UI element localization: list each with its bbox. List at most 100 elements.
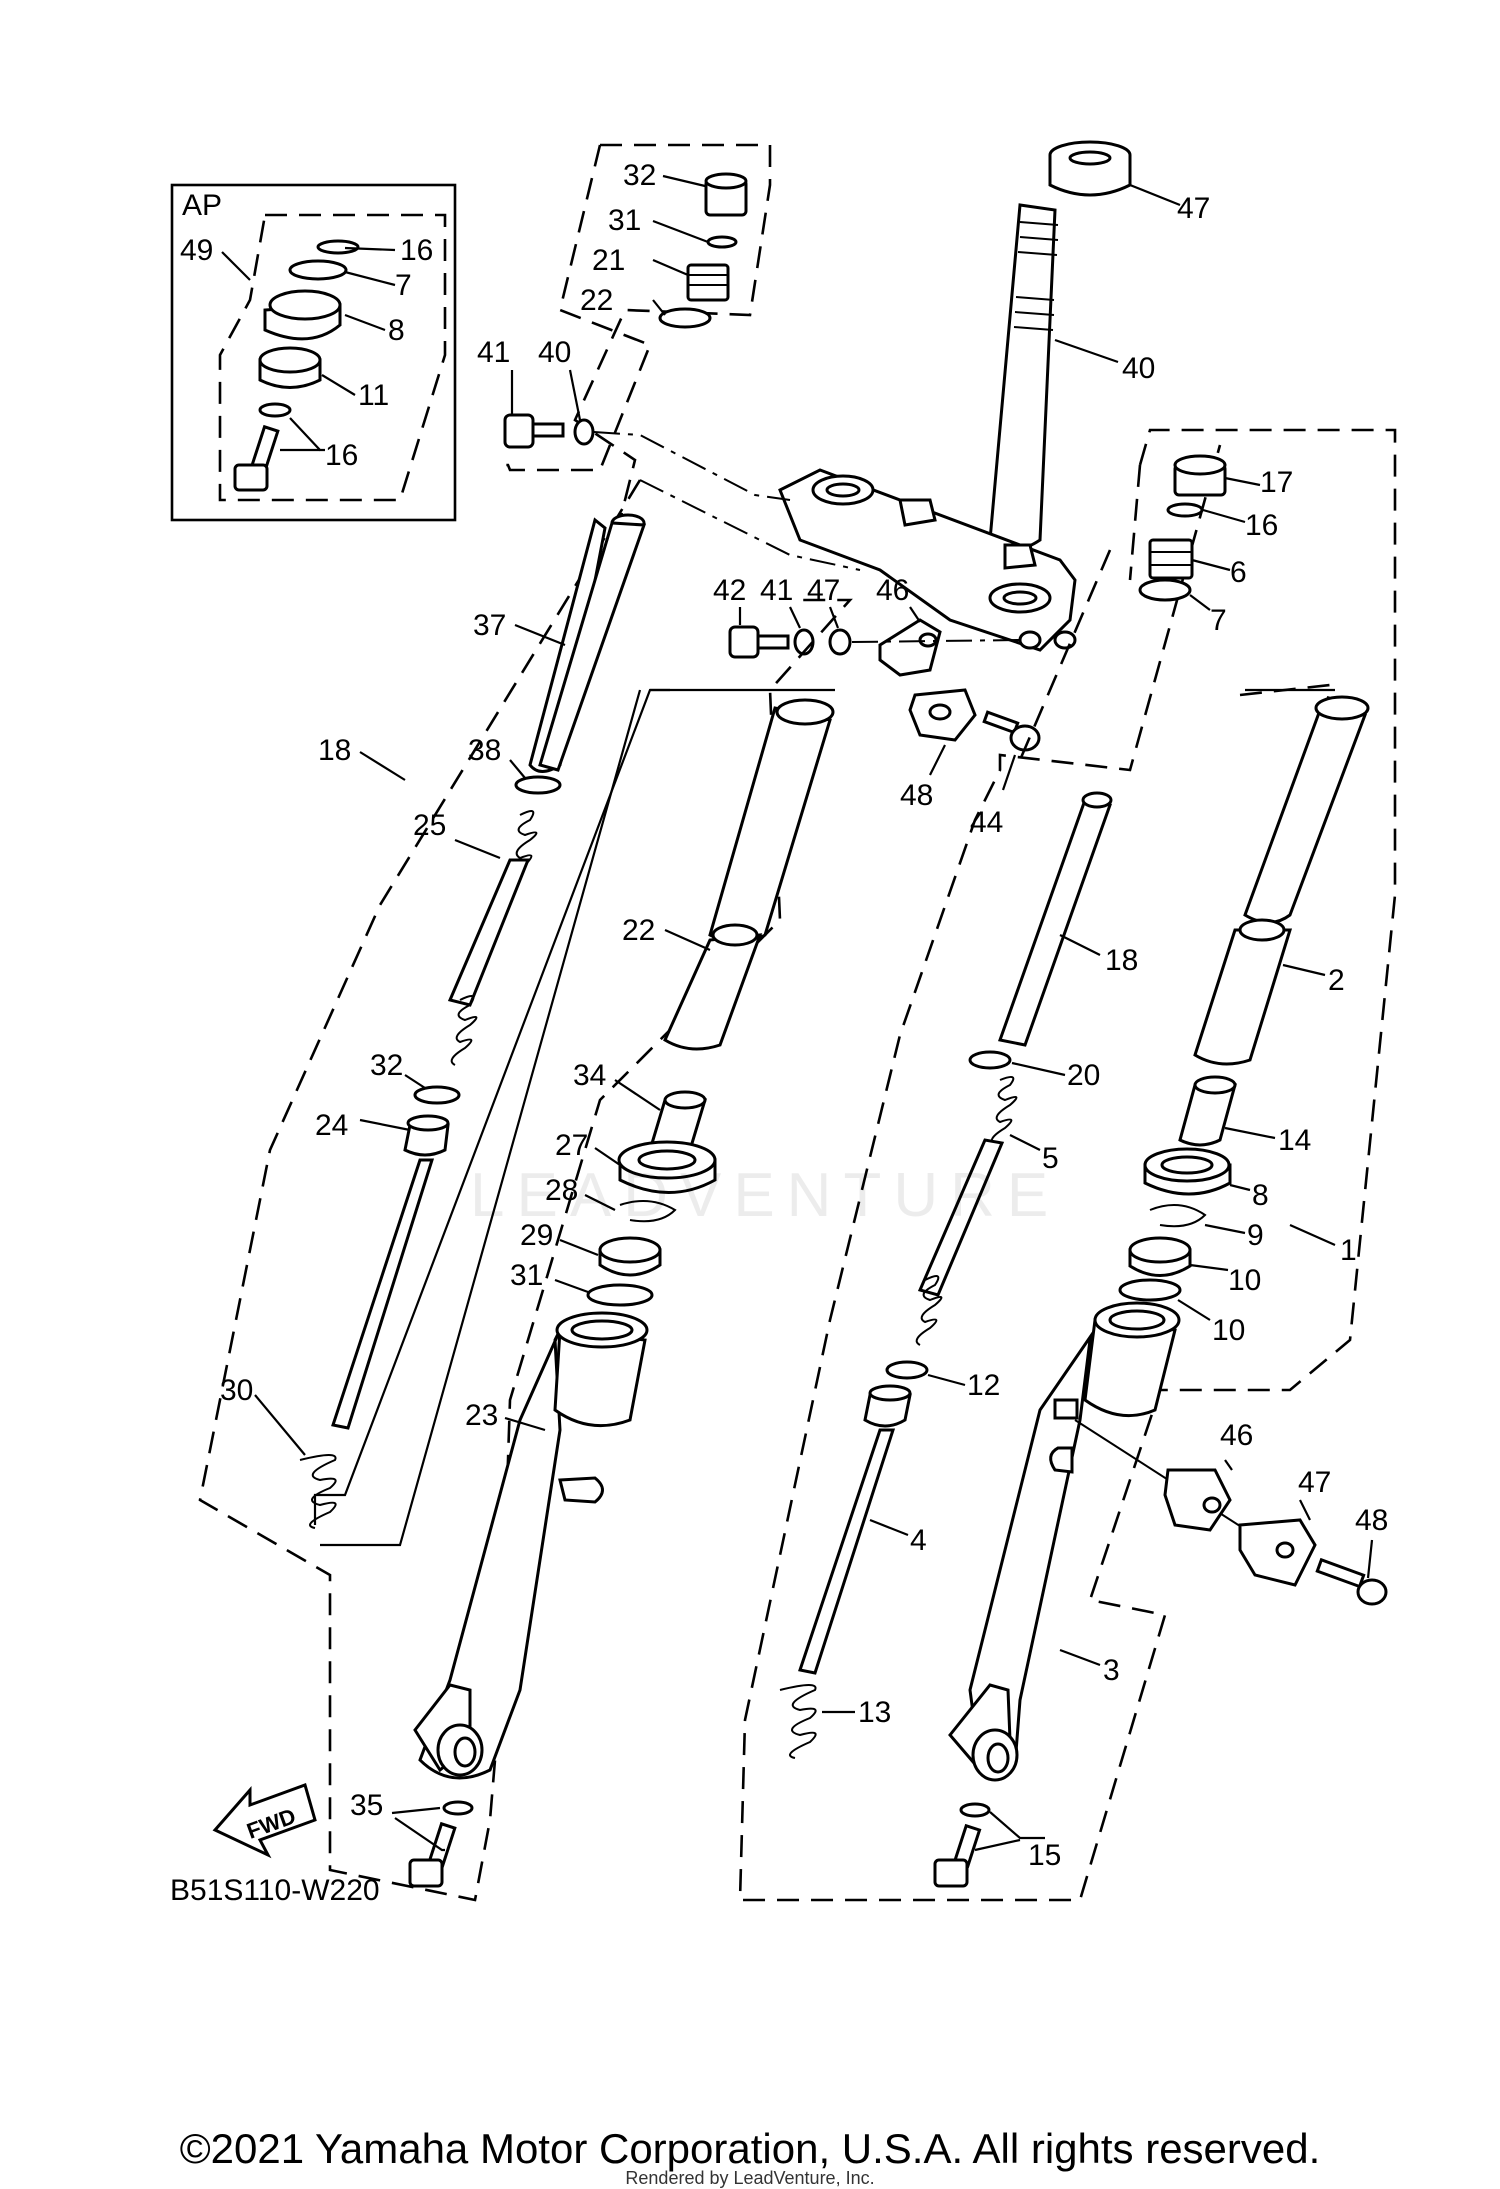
spring-32 — [299, 1454, 337, 1529]
oring-16 — [1166, 502, 1204, 518]
spacer-25 — [686, 263, 730, 302]
callout-37: 37 — [473, 609, 506, 642]
diagram-code: B51S110-W220 — [170, 1874, 380, 1907]
tube-2 — [1193, 928, 1293, 1066]
steering-stem: 47 40 — [778, 140, 1210, 677]
callout-35: 31 — [608, 204, 641, 237]
callout-18: 18 — [1105, 944, 1138, 977]
bracket-42 — [878, 618, 942, 677]
tube-18 — [998, 798, 1112, 1047]
cap-group-left: 32 31 21 22 — [500, 143, 772, 601]
callout-42: 46 — [876, 574, 909, 607]
oring-26 — [658, 307, 712, 329]
clip-28 — [619, 1200, 677, 1223]
washer-30 — [586, 1283, 654, 1307]
bolt-41-upper — [503, 413, 535, 449]
callout-27: 27 — [555, 1129, 588, 1162]
bolt-group-lower: 42 41 47 46 48 44 — [713, 574, 1041, 839]
copyright-text: ©2021 Yamaha Motor Corporation, U.S.A. A… — [179, 2125, 1321, 2172]
callout-1: 1 — [1340, 1234, 1357, 1267]
washer-12 — [885, 1360, 929, 1380]
fwd-arrow-icon: FWD — [212, 1783, 317, 1859]
callout-41-upper: 41 — [477, 336, 510, 369]
callout-32: 30 — [220, 1374, 253, 1407]
washer-31 — [413, 1085, 461, 1105]
callout-41-lower: 42 — [713, 574, 746, 607]
callout-10: 10 — [1228, 1264, 1261, 1297]
callout-33: 34 — [573, 1059, 606, 1092]
callout-30: 31 — [510, 1259, 543, 1292]
clamp-47-a — [1163, 1468, 1232, 1532]
callout-8-ap: 8 — [388, 314, 405, 347]
callout-13: 13 — [858, 1696, 891, 1729]
callout-16: 16 — [1245, 509, 1278, 542]
callout-26: 22 — [580, 284, 613, 317]
callout-47-a: 46 — [1220, 1419, 1253, 1452]
washer-15 — [959, 1802, 991, 1818]
callout-10-ap: 11 — [358, 379, 389, 412]
stem-39 — [988, 203, 1057, 552]
callout-12: 12 — [967, 1369, 1000, 1402]
callout-43: 47 — [807, 574, 840, 607]
callout-15: 15 — [1028, 1839, 1061, 1872]
spring-13 — [779, 1684, 817, 1759]
callout-46: 44 — [970, 806, 1003, 839]
callout-19: 20 — [1067, 1059, 1100, 1092]
callout-40-upper: 40 — [538, 336, 571, 369]
tube-21 — [663, 933, 763, 1051]
damper-rod-23 — [403, 1123, 450, 1157]
callout-31: 32 — [370, 1049, 403, 1082]
callout-44: 47 — [1177, 192, 1210, 225]
washer-19 — [968, 1050, 1012, 1070]
callout-4: 4 — [910, 1524, 927, 1557]
callout-40-lower: 41 — [760, 574, 793, 607]
callout-11: 10 — [1212, 1314, 1245, 1347]
washer-38 — [514, 775, 562, 795]
spring-24 — [447, 810, 538, 1066]
washer-15-ap — [258, 402, 292, 418]
callout-23: 24 — [315, 1109, 348, 1142]
callout-34: 35 — [350, 1789, 383, 1822]
callout-20: 18 — [318, 734, 351, 767]
callout-45: 48 — [900, 779, 933, 812]
washer-40-upper — [573, 418, 595, 446]
oring-7 — [1138, 578, 1192, 602]
ap-label: AP — [182, 189, 222, 222]
spring-5 — [915, 1075, 1018, 1346]
callout-49: 49 — [180, 234, 213, 267]
callout-36: 32 — [623, 159, 656, 192]
oring-7-ap — [288, 259, 348, 281]
callout-38: 38 — [468, 734, 501, 767]
bolt-46 — [982, 710, 1020, 735]
callout-48: 48 — [1355, 1504, 1388, 1537]
callout-6: 6 — [1230, 556, 1247, 589]
bolt-15-ap — [250, 424, 280, 472]
bolt-48 — [1315, 1557, 1366, 1589]
callout-16-ap: 16 — [400, 234, 433, 267]
callout-2: 2 — [1328, 964, 1345, 997]
inner-tube-right — [1243, 708, 1368, 924]
oring-35 — [706, 235, 738, 249]
washer-11 — [1118, 1278, 1182, 1302]
oring-16-ap — [316, 239, 360, 255]
callout-39: 40 — [1122, 352, 1155, 385]
damper-rod-4 — [863, 1393, 912, 1428]
callout-29: 29 — [520, 1219, 553, 1252]
callout-5: 5 — [1042, 1142, 1059, 1175]
callout-24: 25 — [413, 809, 446, 842]
bolt-group-upper: 41 40 — [477, 336, 861, 571]
spacer-6 — [1148, 538, 1194, 580]
washer-43 — [828, 628, 852, 656]
ap-inset: AP 49 16 7 8 11 16 — [170, 183, 457, 522]
callout-15-ap: 16 — [325, 439, 358, 472]
callout-8: 8 — [1252, 1179, 1269, 1212]
watermark: LEADVENTURE — [470, 1161, 1061, 1230]
callout-47-b: 47 — [1298, 1466, 1331, 1499]
callout-25: 21 — [592, 244, 625, 277]
callout-7: 7 — [1210, 604, 1227, 637]
washer-34 — [442, 1800, 474, 1816]
clip-9 — [1149, 1204, 1207, 1228]
inner-tube-upper — [708, 706, 832, 944]
callout-3: 3 — [1103, 1654, 1120, 1687]
